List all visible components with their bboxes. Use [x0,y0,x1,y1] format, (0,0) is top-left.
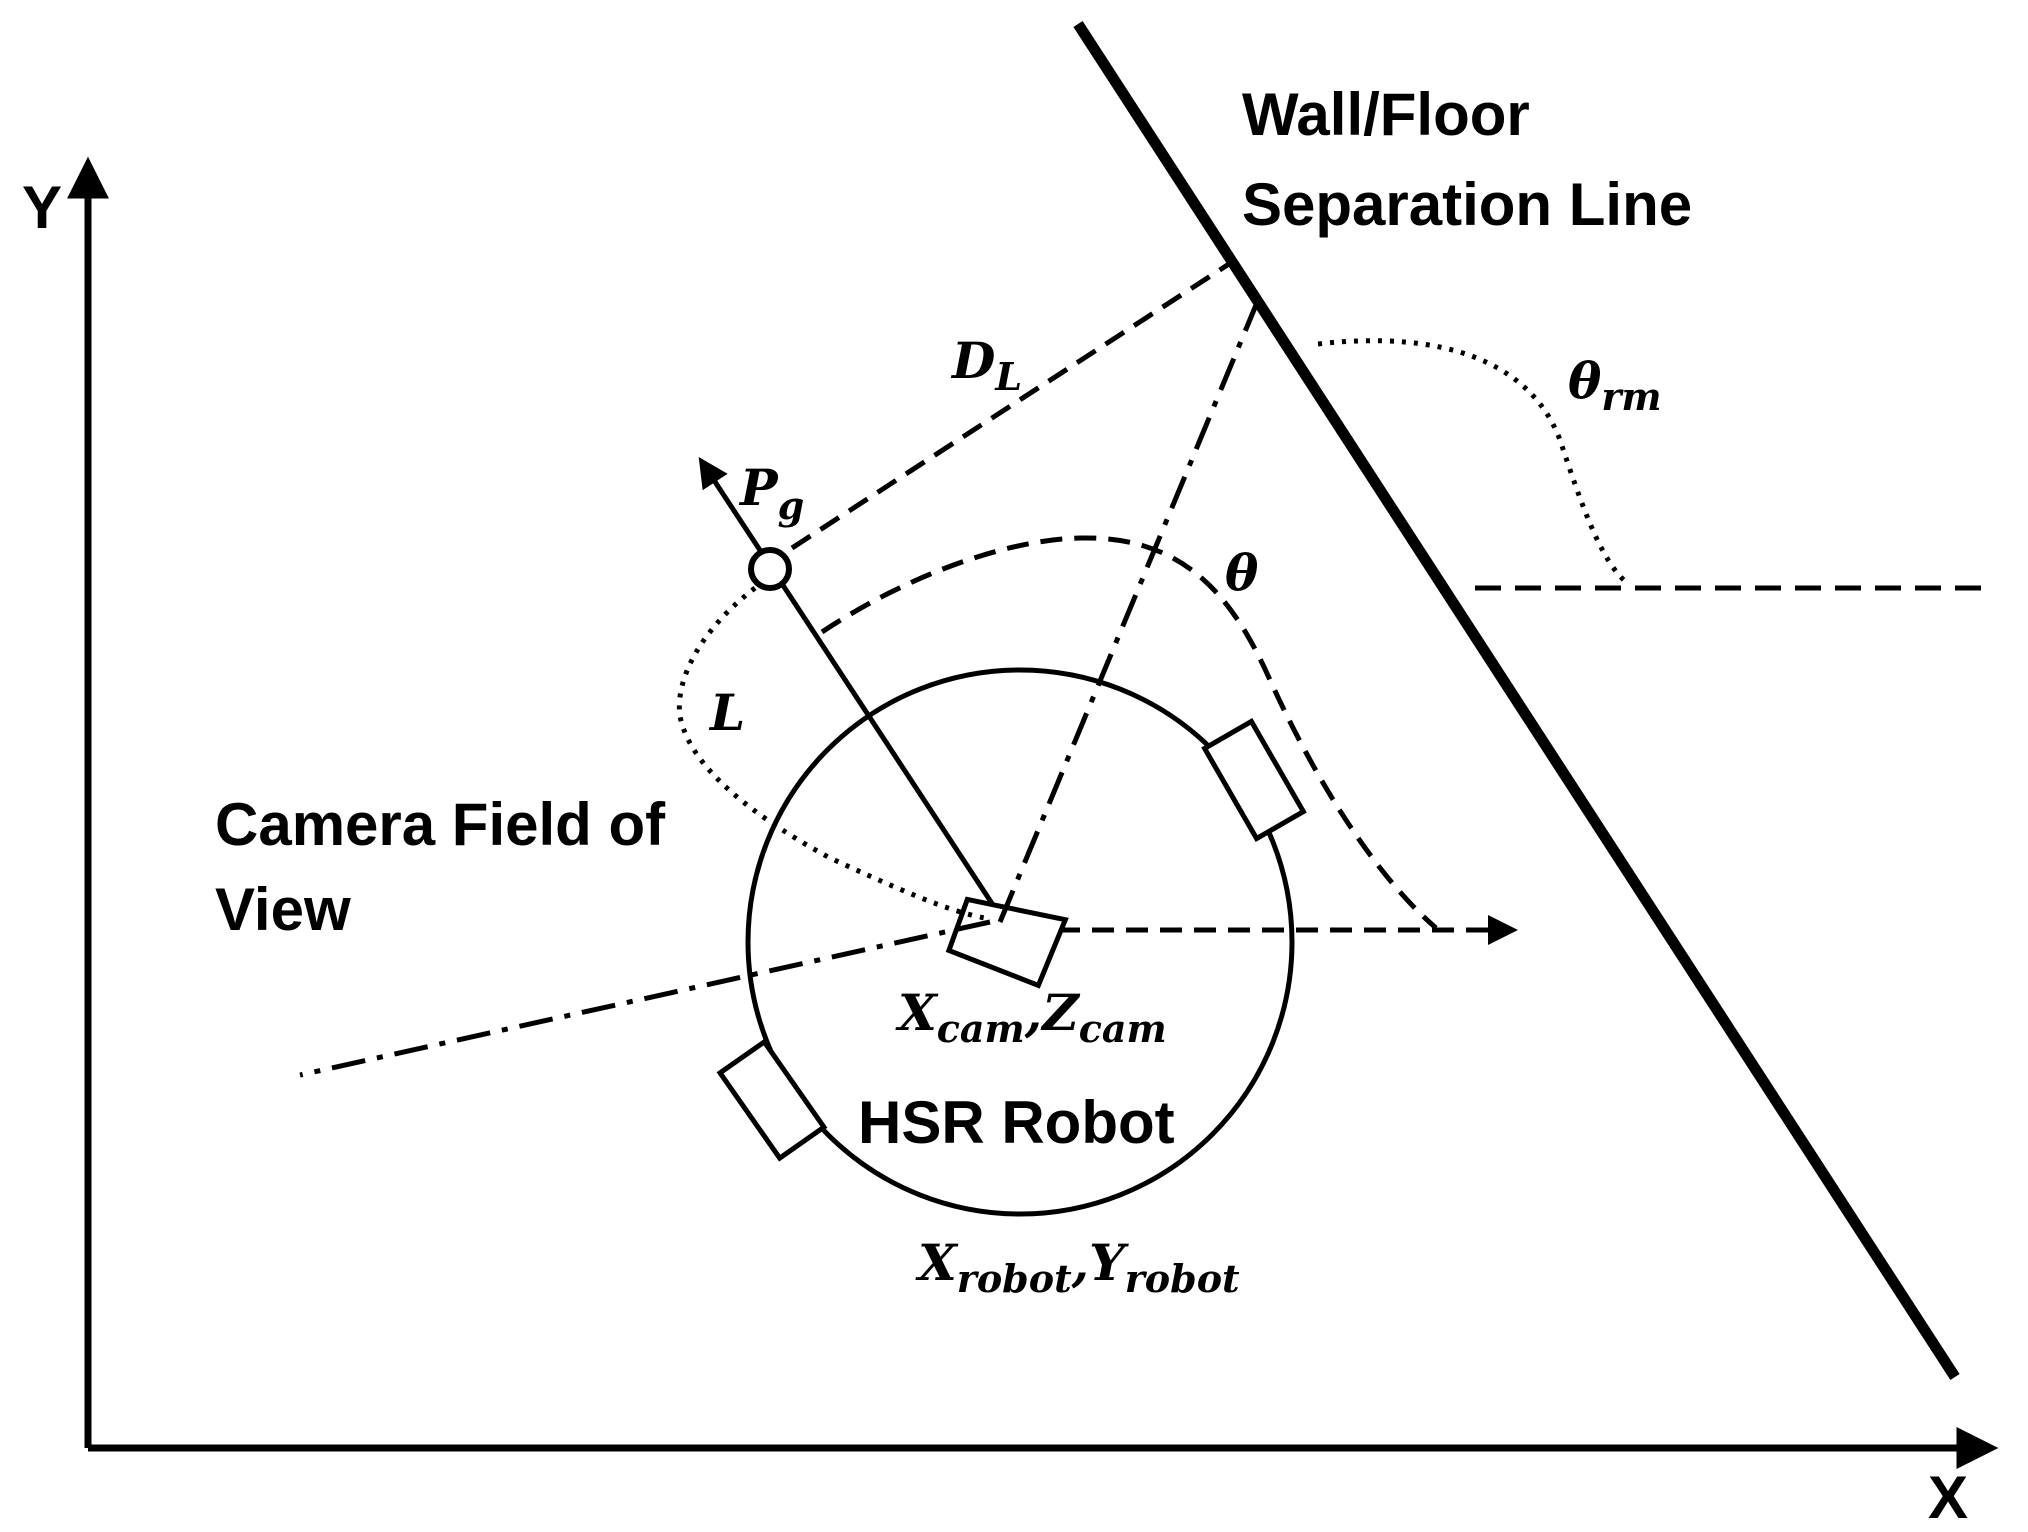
wall-floor-separation-line [1073,21,1960,1380]
robot-sensor-box-lower [716,1038,828,1162]
theta-label: θ [1225,543,1259,602]
l-label: L [708,683,745,742]
y-axis-label: Y [22,174,62,241]
theta-rm-label: θrm [1568,351,1662,419]
wall-label-line-2: Separation Line [1242,171,1692,238]
camera-coordinates-label: Xcam,Zcam [895,983,1167,1051]
camera-square [945,896,1069,989]
robot-coordinates-label: Xrobot,Yrobot [915,1233,1240,1301]
camera-fov-label-line-2: View [215,876,351,943]
point-pg-marker [748,547,792,591]
robot-label: HSR Robot [858,1089,1175,1156]
x-axis-label: X [1928,1464,1968,1531]
camera-fov-line-left [299,919,991,1078]
dl-label: DL [950,331,1022,399]
robot-sensor-box-upper [1201,718,1307,842]
theta-dashed-arc [820,535,1438,930]
camera-forward-arrow [698,456,996,907]
l-dotted-curve [676,586,986,921]
wall-label-line-1: Wall/Floor [1242,81,1530,148]
dl-distance-line [790,259,1234,551]
camera-fov-label-line-1: Camera Field of [215,791,666,858]
robot-body-circle [745,667,1295,1217]
camera-fov-line-right [997,304,1259,923]
pg-label: Pg [738,458,804,528]
